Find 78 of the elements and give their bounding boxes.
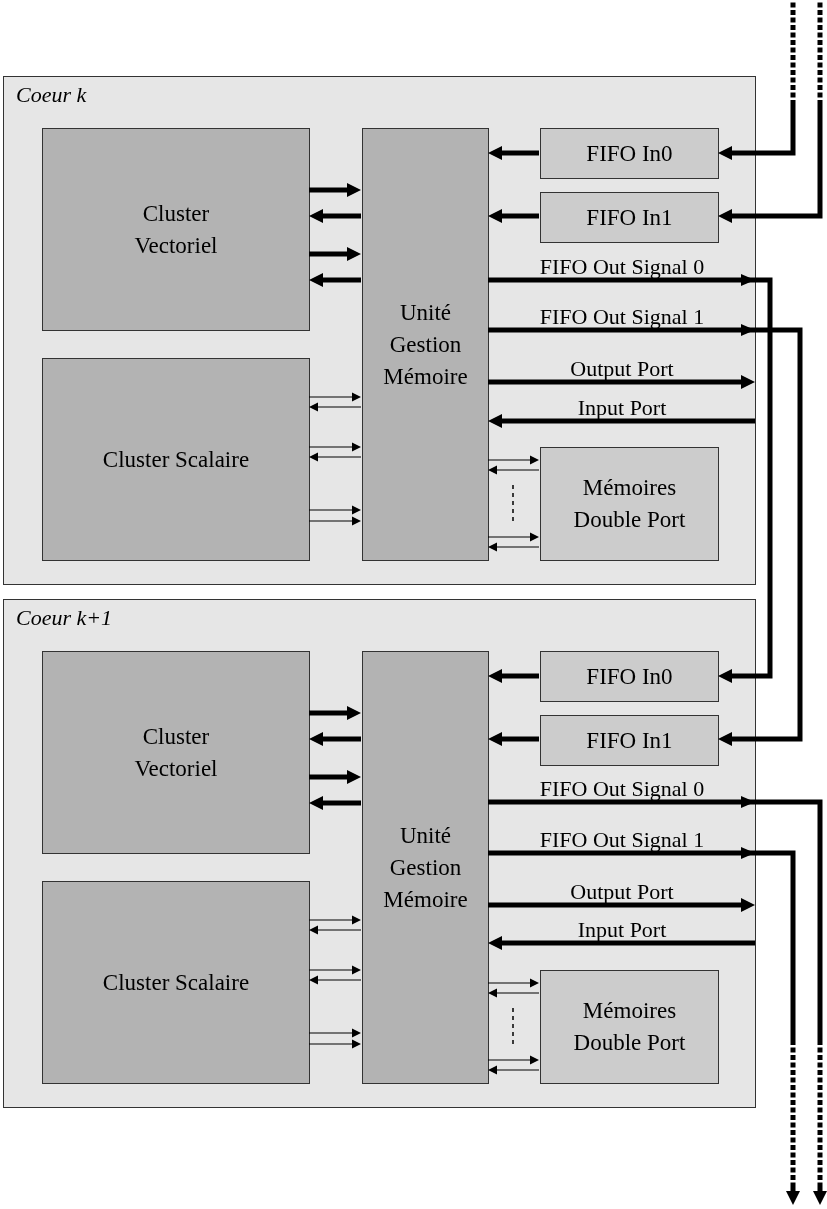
arrow [488,465,540,475]
block-label: Unité Gestion Mémoire [382,821,469,914]
arrow [308,392,361,402]
arrow [487,532,539,542]
block-box [42,358,310,561]
arrow [488,209,539,223]
arrow [488,732,539,746]
arrow [488,274,773,683]
block-label: FIFO In1 [585,726,674,755]
block-label: FIFO In1 [585,203,674,232]
arrow [309,273,361,287]
block-box [540,192,719,243]
arrow [309,247,361,261]
edge-label: FIFO Out Signal 1 [539,306,705,328]
arrow [308,1039,361,1049]
arrow [308,516,361,526]
arrow [487,455,539,465]
arrow [309,732,361,746]
arrow [488,1065,540,1075]
block-box [540,651,719,702]
block-label: Cluster Vectoriel [133,199,219,260]
block-label: Unité Gestion Mémoire [382,298,469,391]
block-box [362,128,489,561]
arrow [487,978,539,988]
block-label: Mémoires Double Port [572,997,687,1057]
block-box [540,447,719,561]
edge-label: FIFO Out Signal 0 [539,256,705,278]
arrow [488,898,755,912]
core-panel [3,76,756,585]
arrow [488,542,540,552]
block-box [42,651,310,854]
arrow [488,146,539,160]
block-label: FIFO In0 [585,139,674,168]
edge-label: Input Port [577,919,667,941]
arrow [309,209,361,223]
arrow [309,796,361,810]
block-box [540,970,719,1084]
block-label: Cluster Scalaire [101,968,251,997]
arrow [308,442,361,452]
edge-label: Output Port [570,881,674,903]
arrow [488,669,539,683]
arrow [309,975,362,985]
arrow [308,1028,361,1038]
arrow [488,988,540,998]
arrow [308,915,361,925]
arrow [308,965,361,975]
arrow [309,183,361,197]
block-box [540,128,719,179]
arrow [488,796,827,1205]
edge-label: FIFO Out Signal 1 [539,829,705,851]
arrow [488,936,755,950]
arrow [488,847,800,1205]
core-panel [3,599,756,1108]
arrow [488,375,755,389]
arrow [488,324,803,746]
block-box [362,651,489,1084]
block-label: Cluster Vectoriel [133,722,219,783]
block-box [42,881,310,1084]
arrow [309,925,362,935]
arrow [718,0,796,160]
block-box [42,128,310,331]
arrow [309,770,361,784]
arrow [309,452,362,462]
arrow [488,414,755,428]
arrow [718,0,823,223]
arrow [309,402,362,412]
edge-label: Output Port [570,358,674,380]
arrow [309,706,361,720]
panel-title: Coeur k [16,81,87,109]
block-box [540,715,719,766]
arrow [308,505,361,515]
edge-label: FIFO Out Signal 0 [539,778,705,800]
block-label: Mémoires Double Port [572,474,687,534]
block-label: Cluster Scalaire [101,445,251,474]
arrow [487,1055,539,1065]
panel-title: Coeur k+1 [16,604,113,632]
edge-label: Input Port [577,397,667,419]
block-label: FIFO In0 [585,662,674,691]
